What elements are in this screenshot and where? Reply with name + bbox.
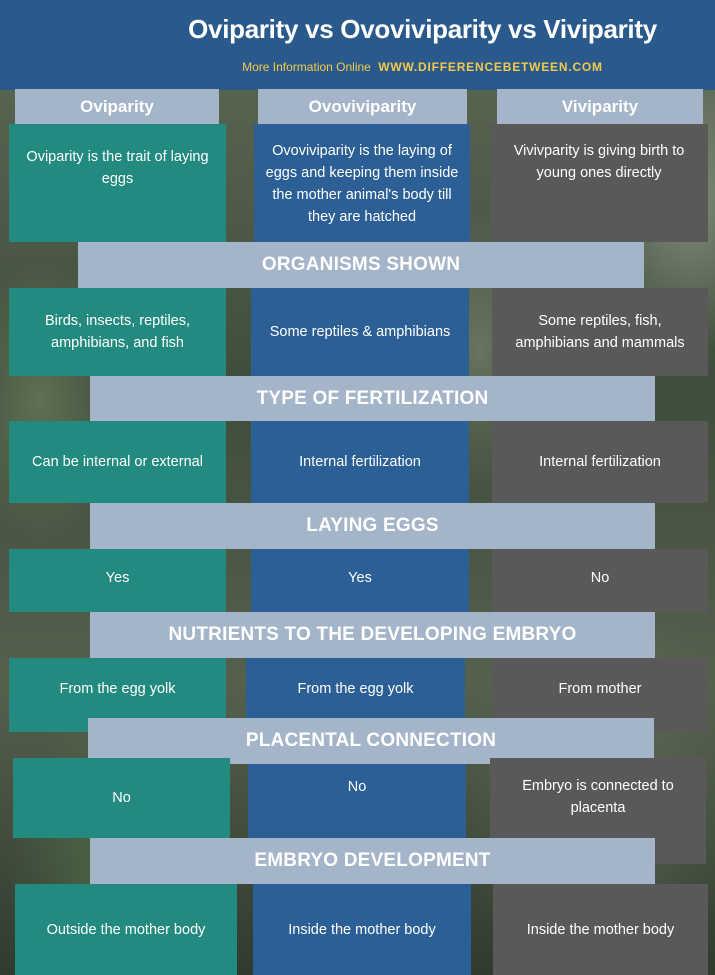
section-title-placental-connection: PLACENTAL CONNECTION <box>88 718 654 764</box>
more-info-text: More Information Online <box>242 60 371 74</box>
site-link[interactable]: WWW.DIFFERENCEBETWEEN.COM <box>378 60 603 74</box>
section-title-nutrients: NUTRIENTS TO THE DEVELOPING EMBRYO <box>90 612 655 658</box>
column-header-viviparity: Viviparity <box>497 89 703 124</box>
organisms-ovoviviparity: Some reptiles & amphibians <box>251 288 469 376</box>
development-viviparity: Inside the mother body <box>493 884 708 975</box>
laying-eggs-viviparity: No <box>492 549 708 612</box>
section-title-organisms-shown: ORGANISMS SHOWN <box>78 242 644 288</box>
column-header-oviparity: Oviparity <box>15 89 219 124</box>
more-info-line: More Information Online WWW.DIFFERENCEBE… <box>130 60 715 74</box>
fertilization-ovoviviparity: Internal fertilization <box>251 421 469 503</box>
definition-ovoviviparity: Ovoviviparity is the laying of eggs and … <box>254 124 470 242</box>
organisms-viviparity: Some reptiles, fish, amphibians and mamm… <box>492 288 708 376</box>
fertilization-oviparity: Can be internal or external <box>9 421 226 503</box>
laying-eggs-ovoviviparity: Yes <box>251 549 469 612</box>
definition-viviparity: Vivivparity is giving birth to young one… <box>490 124 708 242</box>
page-title: Oviparity vs Ovoviviparity vs Viviparity <box>188 14 657 44</box>
header-banner: Oviparity vs Ovoviviparity vs Viviparity… <box>0 0 715 90</box>
organisms-oviparity: Birds, insects, reptiles, amphibians, an… <box>9 288 226 376</box>
fertilization-viviparity: Internal fertilization <box>492 421 708 503</box>
definition-oviparity: Oviparity is the trait of laying eggs <box>9 124 226 242</box>
laying-eggs-oviparity: Yes <box>9 549 226 612</box>
development-ovoviviparity: Inside the mother body <box>253 884 471 975</box>
placental-ovoviviparity: No <box>248 764 466 838</box>
section-title-laying-eggs: LAYING EGGS <box>90 503 655 549</box>
section-title-embryo-development: EMBRYO DEVELOPMENT <box>90 838 655 884</box>
section-title-type-of-fertilization: TYPE OF FERTILIZATION <box>90 376 655 421</box>
development-oviparity: Outside the mother body <box>15 884 237 975</box>
column-header-ovoviviparity: Ovoviviparity <box>258 89 467 124</box>
placental-oviparity: No <box>13 758 230 838</box>
